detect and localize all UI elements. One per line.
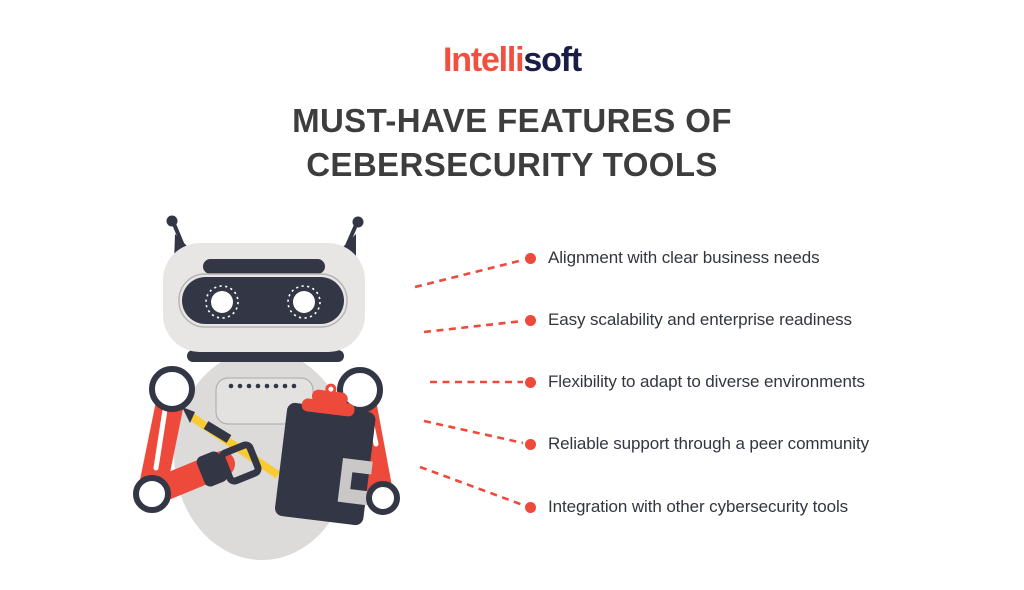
feature-label: Easy scalability and enterprise readines… xyxy=(548,310,852,329)
robot-wrist-right xyxy=(366,481,400,515)
feature-item: Integration with other cybersecurity too… xyxy=(525,494,848,520)
brand-logo: Intellisoft xyxy=(0,42,1024,78)
robot-illustration-svg xyxy=(133,215,400,560)
connector-line-5 xyxy=(419,465,524,507)
page-title: MUST-HAVE FEATURES OF CEBERSECURITY TOOL… xyxy=(0,99,1024,187)
robot-neck xyxy=(187,350,344,362)
bullet-dot xyxy=(525,501,536,513)
page-title-line1: MUST-HAVE FEATURES OF xyxy=(292,102,732,139)
robot-eye-left xyxy=(205,285,239,319)
robot-elbow-left xyxy=(133,475,171,513)
bullet-dot xyxy=(525,314,536,326)
page-title-line2: CEBERSECURITY TOOLS xyxy=(306,146,718,183)
bullet-dot xyxy=(525,438,536,450)
feature-item: Flexibility to adapt to diverse environm… xyxy=(525,369,865,395)
brand-logo-navy-part: soft xyxy=(523,41,582,79)
bullet-dot xyxy=(525,252,536,264)
robot-head-slot xyxy=(203,259,325,274)
clipboard-clip-ring xyxy=(325,383,337,395)
connector-line-1 xyxy=(414,258,524,289)
feature-item: Easy scalability and enterprise readines… xyxy=(525,307,852,333)
robot-shoulder-left xyxy=(149,366,195,412)
robot-shoulder-right xyxy=(337,367,383,413)
robot-illustration xyxy=(128,210,420,572)
feature-item: Alignment with clear business needs xyxy=(525,245,820,271)
robot-hand-right xyxy=(337,458,373,506)
feature-label: Integration with other cybersecurity too… xyxy=(548,497,849,516)
robot-eye-right xyxy=(287,285,321,319)
feature-label: Flexibility to adapt to diverse environm… xyxy=(548,372,865,391)
feature-label: Alignment with clear business needs xyxy=(548,248,820,267)
feature-item: Reliable support through a peer communit… xyxy=(525,431,869,457)
connector-line-2 xyxy=(423,319,524,334)
robot-visor-outline xyxy=(178,273,348,328)
connector-line-4 xyxy=(423,419,524,445)
feature-label: Reliable support through a peer communit… xyxy=(548,434,869,453)
robot-hand-left xyxy=(196,441,262,487)
bullet-dot xyxy=(525,376,536,388)
robot-head xyxy=(163,243,365,352)
brand-logo-red-part: Intelli xyxy=(443,41,525,79)
